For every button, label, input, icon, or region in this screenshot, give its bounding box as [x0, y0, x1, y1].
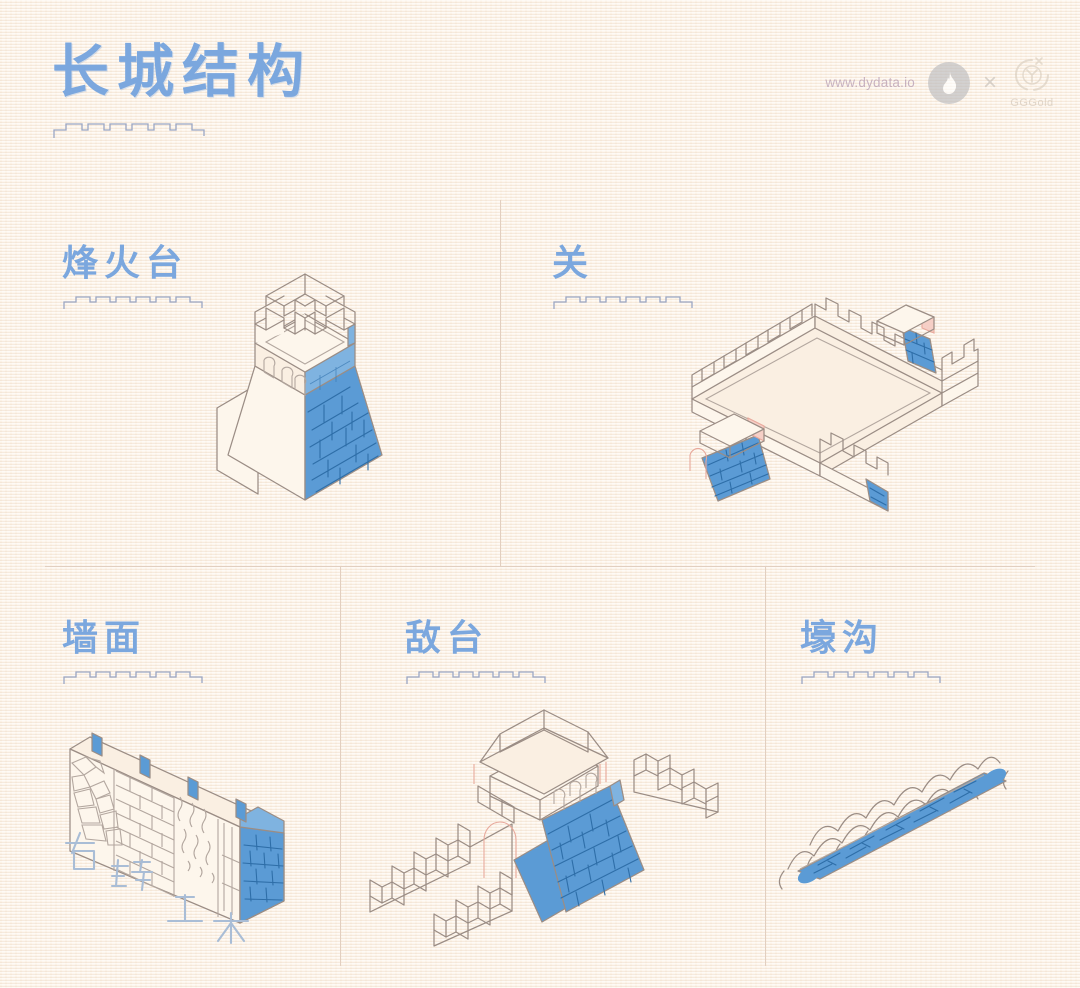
panel-underline-beacon-tower [63, 296, 203, 309]
material-label-earth [166, 893, 204, 923]
panel-pass: 关 [552, 245, 700, 311]
brand-url[interactable]: www.dydata.io [825, 75, 915, 90]
panel-wall-face: 墙面 [62, 620, 210, 686]
panel-title-moat: 壕沟 [800, 617, 885, 658]
panel-underline-watchtower [406, 671, 546, 684]
divider-vertical-bottom-left [340, 566, 341, 966]
panel-title-watchtower: 敌台 [405, 617, 490, 658]
art-wall-cross-section [52, 705, 302, 945]
panel-watchtower: 敌台 [405, 620, 553, 686]
title-crenellation-underline [53, 123, 205, 138]
panel-beacon-tower: 烽火台 [62, 245, 210, 311]
panel-title-wall-face: 墙面 [62, 617, 147, 658]
panel-moat: 壕沟 [800, 620, 948, 686]
art-beacon-tower [200, 272, 410, 520]
material-label-stone [64, 831, 96, 871]
page-title: 长城结构 [52, 40, 312, 104]
divider-vertical-top [500, 200, 501, 566]
material-label-wood [212, 911, 250, 945]
panel-title-beacon-tower: 烽火台 [62, 242, 189, 283]
brand-bar: www.dydata.io × GGGold [825, 56, 1054, 109]
wall-material-labels [64, 831, 250, 945]
gate-tower-right [876, 304, 937, 374]
panel-title-pass: 关 [552, 242, 595, 283]
art-watchtower [362, 700, 762, 950]
art-moat [770, 745, 1040, 895]
gggold-logo-icon: GGGold [1010, 56, 1054, 109]
divider-horizontal-middle [45, 566, 1035, 567]
gate-tower-left [689, 413, 771, 502]
panel-underline-moat [801, 671, 941, 684]
gggold-label: GGGold [1010, 97, 1054, 109]
art-pass [630, 283, 985, 518]
material-label-brick [110, 858, 154, 892]
panel-underline-wall-face [63, 671, 203, 684]
divider-vertical-bottom-right [765, 566, 766, 966]
panel-underline-pass [553, 296, 693, 309]
brand-separator-icon: × [982, 68, 997, 96]
flame-logo-icon [927, 61, 970, 104]
